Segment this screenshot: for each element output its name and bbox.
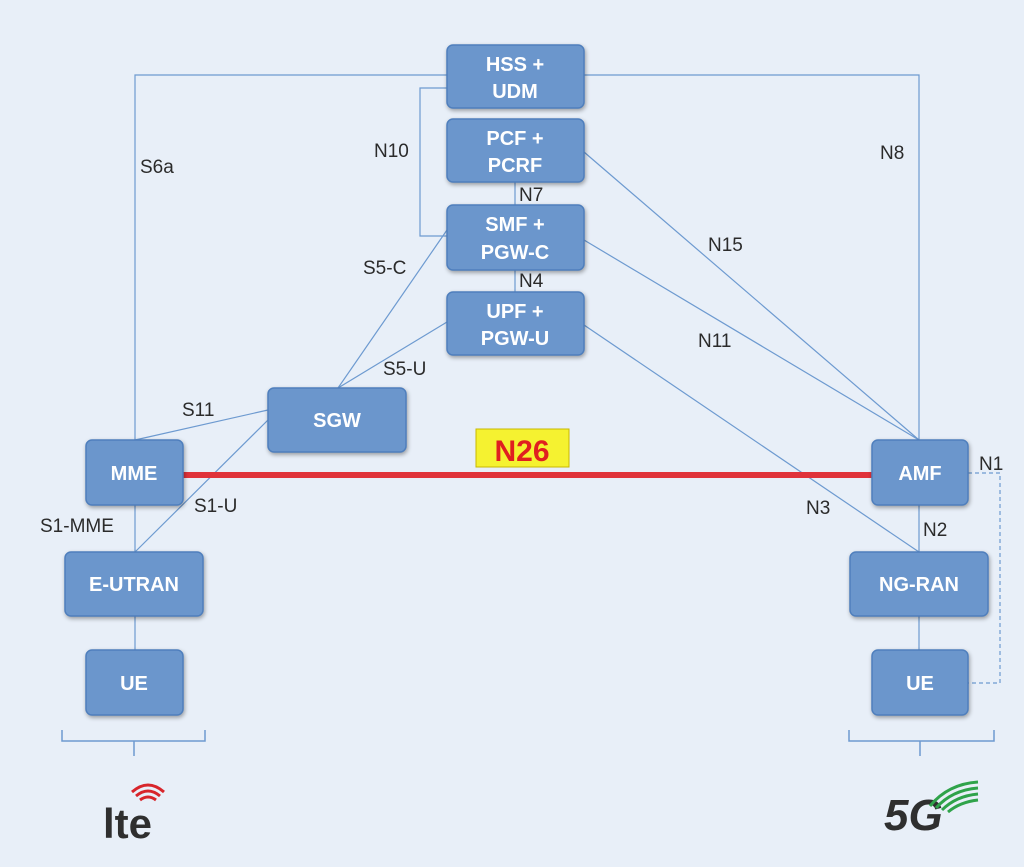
label-s5u: S5-U [383,359,426,380]
node-eutran: E-UTRAN [64,551,204,617]
lte-group-brace [61,730,206,756]
node-upf-pgwu: UPF + PGW-U [446,291,585,356]
label-n7: N7 [519,185,543,206]
node-upf-pgwu-line2: PGW-U [481,328,549,350]
node-eutran-label: E-UTRAN [89,574,179,596]
label-n4: N4 [519,271,544,292]
link-n1 [968,472,1001,684]
node-mme-label: MME [111,463,158,485]
interface-labels: S6a N10 N7 N8 N15 S5-C N4 N11 S5-U S11 S… [40,141,1003,541]
node-hss-udm-line2: UDM [492,81,538,103]
link-s6a [134,74,447,440]
node-ue-5g: UE [871,649,969,716]
node-sgw: SGW [267,387,407,453]
node-hss-udm-line1: HSS + [486,54,544,76]
link-s1u [134,419,269,553]
node-ue-5g-label: UE [906,673,934,695]
n26-interface: N26 [183,428,872,478]
label-n2: N2 [923,520,947,541]
label-s11: S11 [182,400,214,421]
node-amf-label: AMF [898,463,941,485]
label-s6a: S6a [140,157,174,178]
label-n11: N11 [698,331,731,352]
lte-logo-text: lte [103,800,152,847]
5g-logo: 5G [884,780,979,840]
node-sgw-label: SGW [313,410,361,432]
label-s1u: S1-U [194,496,237,517]
node-pcf-pcrf: PCF + PCRF [446,118,585,183]
node-smf-pgwc-line2: PGW-C [481,242,549,264]
node-mme: MME [85,439,184,506]
node-ngran: NG-RAN [849,551,989,617]
label-s1mme: S1-MME [40,516,114,537]
link-n3 [583,324,920,553]
link-n10 [419,87,447,237]
node-hss-udm: HSS + UDM [446,44,585,109]
node-ue-lte: UE [85,649,184,716]
node-smf-pgwc-line1: SMF + [485,214,544,236]
n26-label: N26 [494,435,549,468]
label-n1: N1 [979,454,1003,475]
link-n11 [583,239,920,441]
node-upf-pgwu-line1: UPF + [486,301,543,323]
5g-logo-text: 5G [884,791,943,840]
link-n15 [583,151,920,441]
link-n8 [584,74,920,440]
link-s11 [134,409,269,441]
label-n15: N15 [708,235,743,256]
label-s5c: S5-C [363,258,406,279]
node-amf: AMF [871,439,969,506]
label-n3: N3 [806,498,830,519]
node-smf-pgwc: SMF + PGW-C [446,204,585,271]
node-pcf-pcrf-line1: PCF + [486,128,543,150]
label-n10: N10 [374,141,409,162]
label-n8: N8 [880,143,904,164]
n26-label-box [475,428,570,468]
node-ngran-label: NG-RAN [879,574,959,596]
lte-logo: lte [103,783,165,847]
node-pcf-pcrf-line2: PCRF [488,155,542,177]
link-s5c [337,229,448,389]
connections [134,74,1001,684]
node-ue-lte-label: UE [120,673,148,695]
5g-group-brace [848,730,995,756]
link-s5u [337,321,448,389]
